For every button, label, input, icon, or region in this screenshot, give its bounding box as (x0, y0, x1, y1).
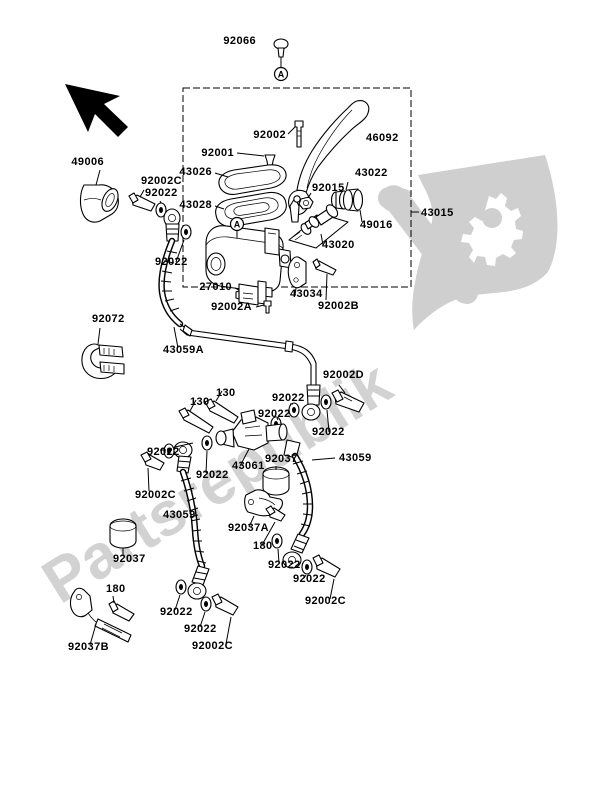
forward-direction-arrow (65, 84, 128, 137)
reference-mark-a-top: A (273, 66, 289, 82)
part-label-92022-4: 92022 (258, 408, 291, 420)
part-label-49016: 49016 (360, 219, 393, 231)
part-92002C-banjo-bolt-right-bottom (312, 554, 341, 600)
part-label-92002D: 92002D (323, 369, 364, 381)
watermark-logo (378, 155, 558, 330)
part-label-43059A: 43059A (163, 344, 204, 356)
part-49016-dust-seal (359, 209, 363, 223)
part-43059-brake-hose-right (282, 439, 336, 569)
part-180-bolt-bottom-left (108, 595, 135, 622)
svg-text:A: A (278, 70, 285, 80)
part-label-92037B: 92037B (68, 641, 109, 653)
part-label-92022-3: 92022 (272, 392, 305, 404)
part-label-92022-1: 92022 (145, 187, 178, 199)
part-label-27010: 27010 (199, 281, 232, 293)
part-92015-nut (298, 192, 314, 210)
part-label-92022-7: 92022 (196, 469, 229, 481)
part-92022-washer-upper-left (155, 200, 167, 218)
part-label-43059-1: 43059 (339, 452, 372, 464)
fitting-hose-junction-upper (301, 384, 321, 421)
part-label-92002C-4: 92002C (192, 640, 233, 652)
part-92002C-banjo-bolt-bottom-left (211, 593, 239, 645)
part-label-92022-8: 92022 (268, 559, 301, 571)
part-27010-brake-light-switch (234, 280, 267, 306)
part-92022-washer-bottom-left-a (174, 579, 187, 611)
part-92002B-bolt (312, 258, 337, 301)
part-92022-washer-left-lower (175, 224, 192, 263)
part-43034-holder-clamp (287, 256, 307, 296)
part-43061-three-way-joint (215, 409, 288, 467)
part-label-46092: 46092 (366, 132, 399, 144)
part-label-180-1: 180 (253, 540, 273, 552)
part-label-92001: 92001 (201, 147, 234, 159)
part-label-43026: 43026 (179, 166, 212, 178)
part-92002D-banjo-bolt (331, 384, 365, 413)
part-92022-washer-junction-a (288, 402, 300, 418)
part-92037-hose-clamp-lower-left (109, 518, 137, 556)
part-92022-washer-joint-left (201, 435, 213, 474)
part-label-92037A: 92037A (228, 522, 269, 534)
part-label-49006: 49006 (71, 156, 104, 168)
part-label-92022-11: 92022 (184, 623, 217, 635)
part-92002-bolt (287, 120, 304, 148)
part-92037B-hose-clamp (69, 587, 132, 646)
part-label-92002A: 92002A (211, 301, 252, 313)
part-92002C-banjo-bolt-upper (128, 189, 156, 212)
part-label-43015: 43015 (421, 207, 454, 219)
svg-text:A: A (234, 220, 241, 230)
part-label-92037-2: 92037 (113, 553, 146, 565)
part-label-130-1: 130 (190, 396, 210, 408)
part-92002C-banjo-bolt-left (140, 451, 165, 492)
part-92002A-bolt (255, 300, 272, 314)
wrench-icon (378, 185, 479, 304)
part-label-92022-2: 92022 (155, 256, 188, 268)
part-label-43059-2: 43059 (163, 509, 196, 521)
part-92022-washer-bottom-left-b (199, 596, 212, 628)
part-43026-reservoir-cap (214, 164, 287, 195)
part-92022-washer-right-b (301, 559, 313, 579)
part-92072-band-clamp (81, 327, 125, 380)
part-43059A-brake-hose (158, 237, 317, 385)
part-label-180-2: 180 (106, 583, 126, 595)
part-label-92072: 92072 (92, 313, 125, 325)
part-label-92037-1: 92037 (265, 453, 298, 465)
part-92022-washer-banjoD (320, 394, 332, 433)
part-label-130-2: 130 (216, 387, 236, 399)
part-label-92066: 92066 (223, 35, 256, 47)
part-label-43020: 43020 (322, 239, 355, 251)
part-label-92002C-2: 92002C (135, 489, 176, 501)
fitting-43059A-upper (163, 208, 181, 242)
part-130-bolt-left (178, 399, 214, 434)
part-49006-boot (79, 169, 119, 223)
part-92022-washer-right-a (271, 533, 283, 564)
part-92037-hose-clamp-mid (262, 466, 290, 496)
part-label-92022-5: 92022 (312, 426, 345, 438)
part-label-43034: 43034 (290, 288, 323, 300)
reference-mark-a-body: A (229, 216, 245, 238)
part-label-43061: 43061 (232, 460, 265, 472)
fitting-43059-left-upper (173, 441, 194, 474)
part-92022-washer-left-branch (160, 443, 175, 459)
part-43022-cup-set (330, 181, 364, 212)
part-130-bolt-right (204, 390, 239, 424)
part-label-92002B: 92002B (318, 300, 359, 312)
part-43059-brake-hose-left (179, 468, 210, 600)
part-label-43028: 43028 (179, 199, 212, 211)
part-label-92002C-3: 92002C (305, 595, 346, 607)
part-label-92022-6: 92022 (147, 446, 180, 458)
part-label-92002: 92002 (253, 129, 286, 141)
part-92066-plug (273, 38, 289, 68)
part-label-43022: 43022 (355, 167, 388, 179)
gear-icon (461, 193, 523, 266)
part-label-92002C-1: 92002C (141, 175, 182, 187)
part-180-bolt-mid (261, 505, 286, 546)
part-label-92015: 92015 (312, 182, 345, 194)
part-label-92022-9: 92022 (293, 573, 326, 585)
part-43020-piston-assembly (288, 204, 349, 249)
part-label-92022-10: 92022 (160, 606, 193, 618)
